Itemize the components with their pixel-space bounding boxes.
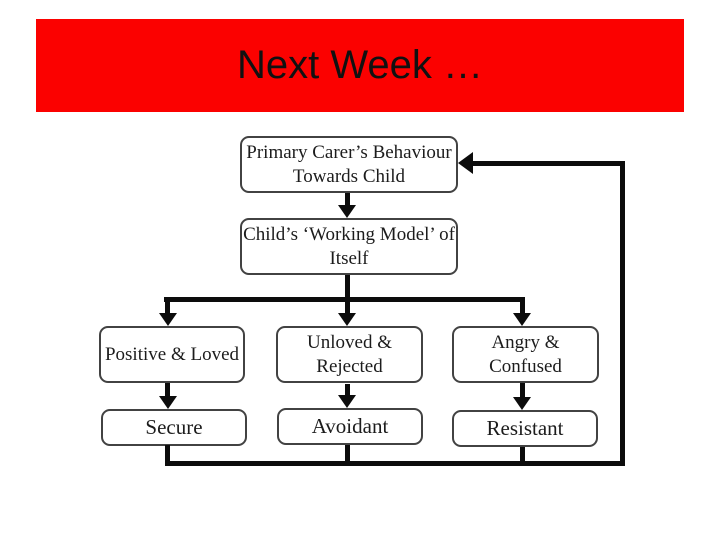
arrowhead-down-icon — [338, 205, 356, 218]
connector-working-model-to-branch — [345, 275, 350, 302]
flow-box-childs-working-model: Child’s ‘Working Model’ of Itself — [240, 218, 458, 275]
box-label-line: Rejected — [316, 355, 383, 377]
connector-positive-to-secure — [165, 383, 170, 397]
arrowhead-down-icon — [159, 396, 177, 409]
box-label-line: Resistant — [486, 416, 564, 441]
connector-branch-to-unloved — [345, 302, 350, 314]
box-label-line: Avoidant — [311, 414, 389, 439]
connector-avoidant-to-feedback — [345, 445, 350, 465]
box-label-line: Secure — [145, 415, 203, 440]
connector-angry-to-resistant — [520, 383, 525, 398]
arrowhead-down-icon — [338, 395, 356, 408]
connector-branch-to-positive — [165, 300, 170, 314]
connector-primary-to-working-model — [345, 193, 350, 208]
box-label-line: Itself — [329, 247, 369, 269]
feedback-bar-bottom — [165, 461, 625, 466]
feedback-bar-right — [620, 161, 625, 466]
arrowhead-down-icon — [338, 313, 356, 326]
box-label-line: Confused — [489, 355, 562, 377]
arrowhead-left-icon — [458, 152, 473, 174]
box-label-line: Unloved & — [307, 331, 392, 353]
flow-box-primary-carer-behaviour: Primary Carer’s Behaviour Towards Child — [240, 136, 458, 193]
box-label-line: Positive & Loved — [104, 343, 240, 365]
arrowhead-down-icon — [513, 313, 531, 326]
flow-box-secure: Secure — [101, 409, 247, 446]
box-label-line: Child’s ‘Working Model’ of — [243, 223, 455, 245]
feedback-bar-top — [471, 161, 625, 166]
flow-box-angry-confused: Angry & Confused — [452, 326, 599, 383]
arrowhead-down-icon — [513, 397, 531, 410]
flow-box-positive-loved: Positive & Loved — [99, 326, 245, 383]
connector-resistant-to-feedback — [520, 447, 525, 465]
slide-title: Next Week … — [237, 43, 483, 87]
branch-bar-horizontal — [164, 297, 525, 302]
box-label-line: Primary Carer’s Behaviour — [246, 141, 452, 163]
flow-box-unloved-rejected: Unloved & Rejected — [276, 326, 423, 383]
flow-box-avoidant: Avoidant — [277, 408, 423, 445]
connector-secure-to-feedback — [165, 445, 170, 465]
connector-unloved-to-avoidant — [345, 384, 350, 396]
connector-branch-to-angry — [520, 300, 525, 314]
box-label-line: Towards Child — [292, 165, 406, 187]
title-banner: Next Week … — [36, 19, 684, 112]
box-label-line: Angry & — [491, 331, 560, 353]
arrowhead-down-icon — [159, 313, 177, 326]
flow-box-resistant: Resistant — [452, 410, 598, 447]
